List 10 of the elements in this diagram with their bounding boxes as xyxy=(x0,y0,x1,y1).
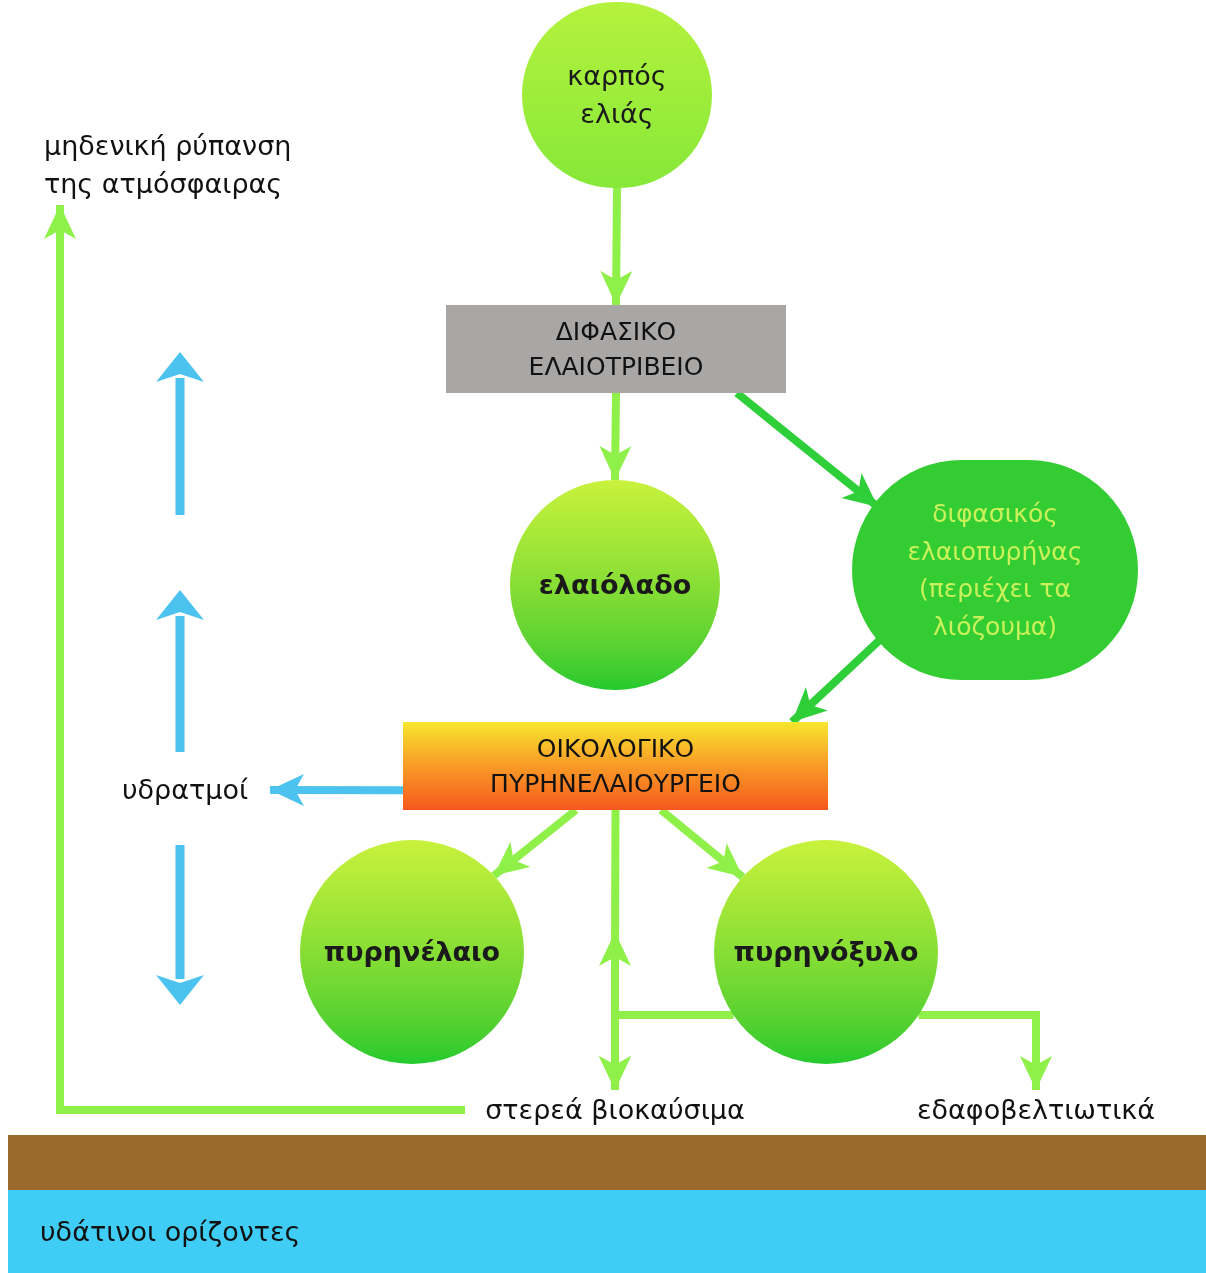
output-label: εδαφοβελτιωτικά xyxy=(900,1090,1172,1130)
output-label: υδρατμοί xyxy=(100,765,270,815)
arrow xyxy=(599,392,632,481)
arrow xyxy=(600,187,633,306)
process-box: ΟΙΚΟΛΟΓΙΚΟ ΠΥΡΗΝΕΛΑΙΟΥΡΓΕΙΟ xyxy=(403,722,828,810)
output-label: στερεά βιοκαύσιμα xyxy=(465,1090,765,1130)
outcome-label: μηδενική ρύπανση της ατμόσφαιρας xyxy=(40,125,340,205)
soil-band xyxy=(8,1135,1206,1190)
water-band: υδάτινοι ορίζοντες xyxy=(8,1190,1206,1273)
process-box: ΔΙΦΑΣΙΚΟ ΕΛΑΙΟΤΡΙΒΕΙΟ xyxy=(446,305,786,393)
